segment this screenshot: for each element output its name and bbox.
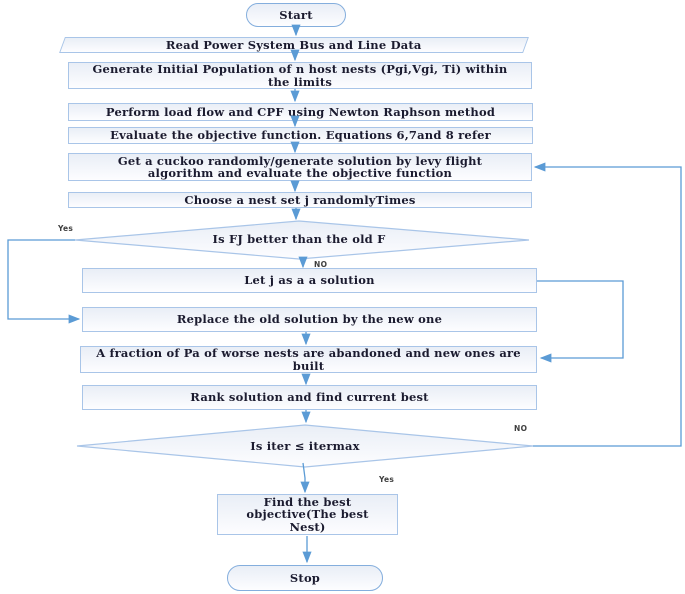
node-rank-solution-label: Rank solution and find current best	[190, 390, 429, 405]
branch-label-decision2-yes: Yes	[379, 475, 395, 484]
node-stop: Stop	[227, 565, 383, 591]
branch-label-decision2-no: NO	[514, 424, 528, 433]
node-let-j-solution: Let j as a a solution	[82, 268, 537, 293]
node-read-data-label: Read Power System Bus and Line Data	[166, 37, 422, 52]
node-choose-nest-label: Choose a nest set j randomlyTimes	[184, 192, 416, 207]
node-read-data: Read Power System Bus and Line Data	[59, 37, 529, 53]
node-replace-solution-label: Replace the old solution by the new one	[176, 312, 443, 327]
node-decision-iter-label: Is iter ≤ itermax	[250, 439, 360, 453]
node-start-label: Start	[279, 7, 313, 22]
node-get-cuckoo-label: Get a cuckoo randomly/generate solution …	[117, 153, 483, 180]
edge-decision1-yes-to-replace	[7, 239, 81, 324]
node-abandon-nests: A fraction of Pa of worse nests are aban…	[80, 346, 537, 373]
edge-letj-to-fraction	[537, 280, 624, 363]
node-start: Start	[246, 3, 346, 27]
edge-decision2-no-to-cuckoo	[533, 162, 682, 447]
node-find-best-label: Find the best objective(The best Nest)	[246, 494, 369, 534]
node-get-cuckoo: Get a cuckoo randomly/generate solution …	[68, 153, 532, 181]
node-choose-nest: Choose a nest set j randomlyTimes	[68, 192, 532, 208]
node-evaluate-objective: Evaluate the objective function. Equatio…	[68, 127, 533, 144]
branch-label-decision1-no: NO	[314, 260, 328, 269]
node-find-best: Find the best objective(The best Nest)	[217, 494, 398, 535]
edge-decision2-yes-to-find	[300, 462, 310, 494]
node-rank-solution: Rank solution and find current best	[82, 385, 537, 410]
node-perform-loadflow-label: Perform load flow and CPF using Newton R…	[105, 104, 496, 119]
node-generate-population-label: Generate Initial Population of n host ne…	[92, 62, 508, 89]
node-perform-loadflow: Perform load flow and CPF using Newton R…	[68, 103, 533, 121]
branch-label-decision1-yes: Yes	[58, 224, 74, 233]
node-generate-population: Generate Initial Population of n host ne…	[68, 62, 532, 89]
node-replace-solution: Replace the old solution by the new one	[82, 307, 537, 332]
node-decision-fj-label: Is FJ better than the old F	[212, 232, 386, 246]
node-abandon-nests-label: A fraction of Pa of worse nests are aban…	[96, 346, 521, 373]
node-let-j-solution-label: Let j as a a solution	[244, 273, 375, 288]
node-stop-label: Stop	[289, 570, 321, 585]
node-evaluate-objective-label: Evaluate the objective function. Equatio…	[110, 128, 491, 143]
